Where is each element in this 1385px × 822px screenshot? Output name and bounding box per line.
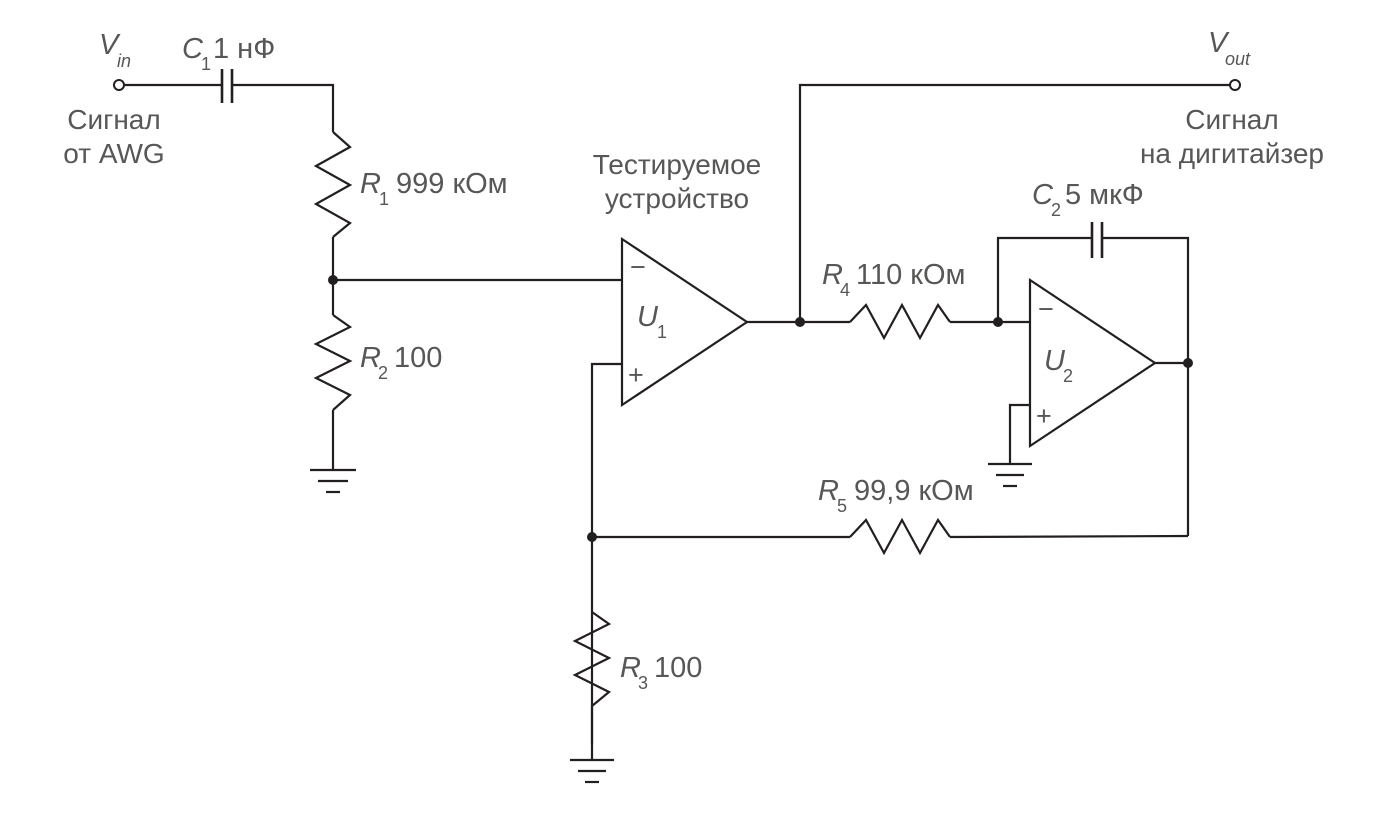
c1-index: 1 [201, 54, 211, 74]
label-u1: − + U 1 [628, 252, 667, 390]
c2-letter: C [1032, 179, 1054, 211]
wire-c2-right [1102, 236, 1190, 536]
r1-letter: R [360, 168, 381, 200]
r3-value: 100 [654, 652, 702, 684]
wire-c2-left [996, 236, 1092, 322]
label-r4: R 4 110 кОм [822, 259, 965, 300]
opamp-u1 [620, 236, 749, 408]
u1-index: 1 [657, 322, 667, 342]
vout-caption-line-1: Сигнал [1185, 104, 1278, 135]
caption-dut: Тестируемое устройство [593, 149, 761, 214]
label-r1: R 1 999 кОм [360, 168, 508, 209]
vin-caption-line-1: Сигнал [67, 104, 160, 135]
u2-plus-pin: + [1036, 401, 1052, 431]
wire-u1-plus [590, 362, 622, 744]
junction-u1-out [795, 317, 805, 327]
label-r5: R 5 99,9 кОм [818, 475, 974, 516]
resistor-r2 [313, 314, 353, 411]
vin-terminal [113, 79, 125, 91]
dut-caption-line-1: Тестируемое [593, 149, 761, 180]
resistor-r1 [313, 131, 353, 238]
u2-letter: U [1044, 345, 1066, 377]
junction-divider [328, 275, 338, 285]
ground-u2 [988, 462, 1032, 488]
wire-u2-plus [1008, 403, 1030, 464]
junction-u2-out [1183, 358, 1193, 368]
u2-minus-pin: − [1038, 294, 1054, 324]
input-wiring [124, 83, 335, 132]
r5-letter: R [818, 475, 839, 507]
r3-index: 3 [638, 673, 648, 693]
wire-to-vout [798, 83, 1230, 322]
vout-symbol: V [1208, 27, 1230, 59]
caption-vin: Сигнал от AWG [63, 104, 164, 169]
label-r3: R 3 100 [620, 652, 702, 693]
r1-value: 999 кОм [396, 168, 508, 200]
ground-r3 [570, 758, 614, 784]
u1-minus-pin: − [630, 252, 646, 282]
vout-caption-line-2: на дигитайзер [1140, 138, 1324, 169]
u1-plus-pin: + [628, 360, 644, 390]
c2-value: 5 мкФ [1065, 179, 1144, 211]
r3-letter: R [620, 652, 641, 684]
label-c2: C 2 5 мкФ [1032, 179, 1144, 220]
c1-letter: C [182, 33, 204, 65]
vout-subscript: out [1225, 49, 1251, 69]
junction-r5-r3 [587, 532, 597, 542]
r4-letter: R [822, 259, 843, 291]
caption-vout: Сигнал на дигитайзер [1140, 104, 1324, 169]
c1-value: 1 нФ [213, 33, 275, 65]
label-vout: V out [1208, 27, 1251, 69]
c2-index: 2 [1051, 200, 1061, 220]
r4-value: 110 кОм [856, 259, 965, 291]
r2-index: 2 [378, 363, 388, 383]
r1-index: 1 [379, 189, 389, 209]
vin-caption-line-2: от AWG [63, 138, 164, 169]
label-u2: − + U 2 [1036, 294, 1073, 431]
vin-symbol: V [99, 29, 121, 61]
r2-value: 100 [394, 342, 442, 374]
wire-r5-right [949, 534, 1189, 539]
r5-index: 5 [837, 496, 847, 516]
label-c1: C 1 1 нФ [182, 33, 275, 74]
resistor-r4 [849, 302, 951, 341]
resistor-r5 [849, 517, 951, 556]
capacitor-c1 [220, 69, 234, 103]
ground-r2 [310, 468, 356, 494]
label-vin: V in [99, 29, 131, 71]
label-r2: R 2 100 [360, 342, 442, 383]
capacitor-c2 [1090, 222, 1104, 258]
r4-index: 4 [840, 280, 850, 300]
u2-index: 2 [1063, 366, 1073, 386]
r2-letter: R [360, 342, 381, 374]
opamp-u2 [1028, 277, 1157, 449]
vout-terminal [1229, 79, 1241, 91]
r5-value: 99,9 кОм [854, 475, 974, 507]
vin-subscript: in [117, 51, 131, 71]
resistor-r3 [572, 611, 612, 707]
dut-caption-line-2: устройство [605, 183, 749, 214]
u1-letter: U [637, 301, 659, 333]
